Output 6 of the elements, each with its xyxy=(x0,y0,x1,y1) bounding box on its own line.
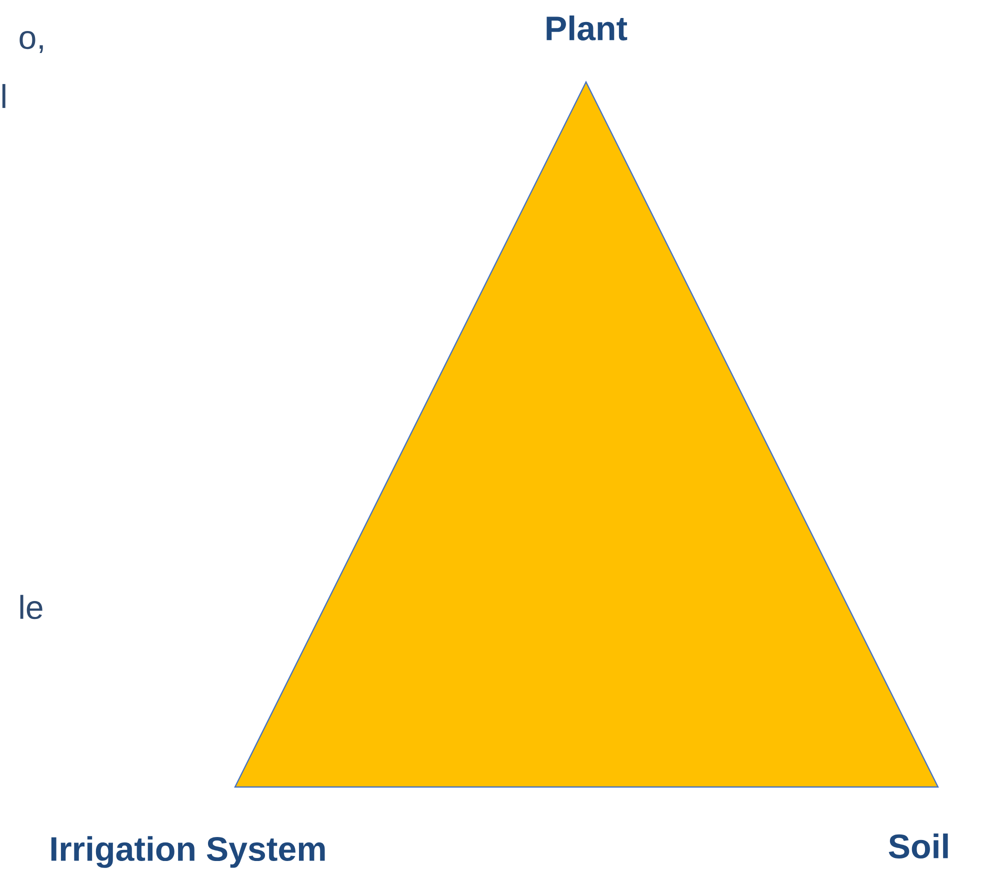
vertex-label: Plant xyxy=(546,16,628,40)
text-fragment: le xyxy=(20,594,42,620)
text-fragment: o, xyxy=(20,31,43,53)
vertex-label: Soil xyxy=(888,834,948,858)
vertex-label: Irrigation System xyxy=(51,836,325,868)
text-fragment: l xyxy=(2,84,6,108)
